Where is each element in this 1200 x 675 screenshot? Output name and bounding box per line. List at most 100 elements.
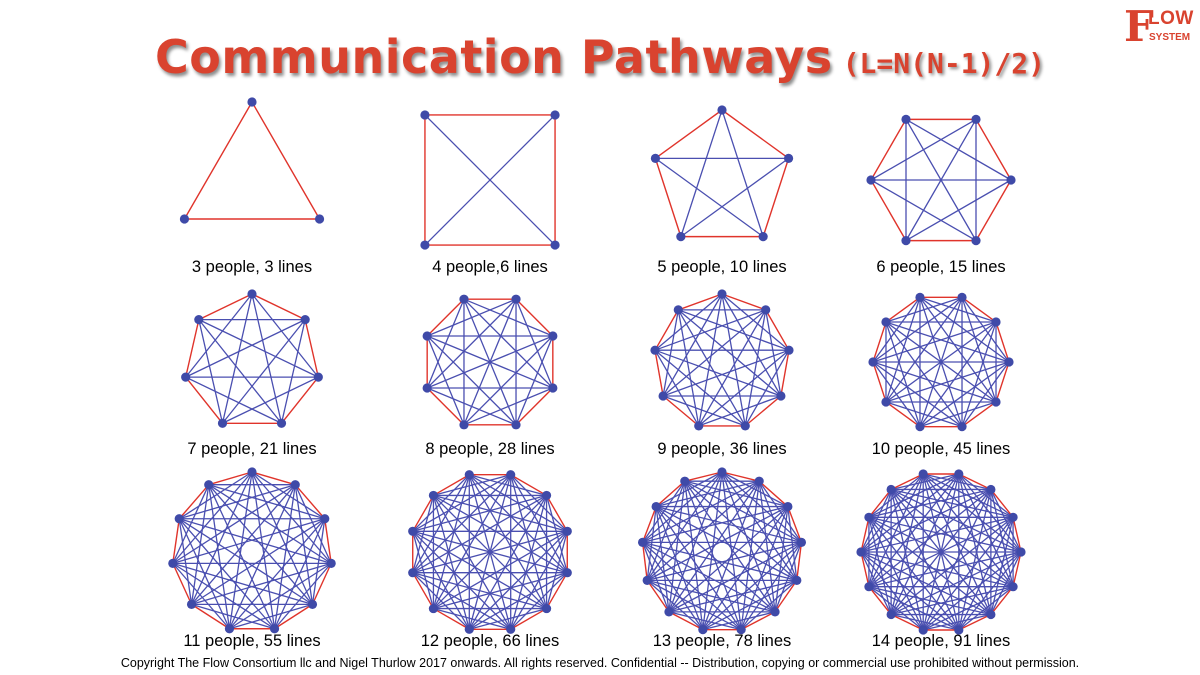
person-node xyxy=(694,421,704,431)
inner-edge xyxy=(860,551,960,631)
inner-edge xyxy=(684,480,802,543)
graph-14-people xyxy=(856,469,1026,635)
person-node xyxy=(548,331,558,341)
person-node xyxy=(717,105,727,115)
inner-edge xyxy=(922,473,1014,518)
inner-edge xyxy=(646,579,704,631)
inner-edge xyxy=(433,530,568,610)
perimeter-edge xyxy=(872,361,887,403)
inner-edge xyxy=(191,603,275,630)
inner-edge xyxy=(185,319,306,378)
perimeter-edge xyxy=(860,551,870,587)
perimeter-edge xyxy=(885,401,921,428)
inner-edge xyxy=(684,480,798,581)
person-node xyxy=(796,537,807,547)
inner-edge xyxy=(179,484,296,520)
perimeter-edge xyxy=(251,101,321,220)
person-node xyxy=(459,294,469,304)
inner-edge xyxy=(872,361,963,428)
graph-caption: 8 people, 28 lines xyxy=(425,440,555,458)
inner-edge xyxy=(922,586,1014,631)
inner-edge xyxy=(432,474,470,609)
perimeter-edge xyxy=(885,296,921,323)
perimeter-edge xyxy=(185,319,200,378)
perimeter-edge xyxy=(185,376,224,424)
person-node xyxy=(954,469,964,479)
perimeter-edge xyxy=(975,119,1012,181)
inner-edge xyxy=(860,551,892,615)
person-node xyxy=(783,501,793,512)
person-node xyxy=(290,480,300,490)
inner-edge xyxy=(179,518,332,565)
person-node xyxy=(971,114,981,124)
inner-edge xyxy=(905,118,1012,181)
perimeter-edge xyxy=(412,495,435,532)
inner-edge xyxy=(463,298,517,426)
inner-edge xyxy=(868,516,1022,553)
inner-edge xyxy=(655,506,704,630)
inner-edge xyxy=(642,480,760,543)
person-node xyxy=(918,469,928,479)
inner-edge xyxy=(172,562,275,630)
perimeter-edge xyxy=(762,158,790,237)
person-node xyxy=(770,607,780,617)
inner-edge xyxy=(178,518,231,630)
inner-edge xyxy=(721,471,798,581)
perimeter-edge xyxy=(172,518,180,564)
inner-edge xyxy=(787,506,798,581)
inner-edge xyxy=(646,506,657,581)
inner-edge xyxy=(677,309,700,427)
inner-edge xyxy=(412,572,547,610)
inner-edge xyxy=(680,157,789,238)
inner-edge xyxy=(654,349,782,397)
person-node xyxy=(901,236,911,246)
perimeter-edge xyxy=(198,293,253,321)
inner-edge xyxy=(662,293,723,397)
inner-edge xyxy=(868,517,924,631)
perimeter-edge xyxy=(311,563,332,605)
inner-edge xyxy=(229,562,332,630)
inner-edge xyxy=(868,473,960,518)
inner-edge xyxy=(433,494,568,574)
inner-edge xyxy=(642,541,776,613)
perimeter-edge xyxy=(890,613,924,631)
inner-edge xyxy=(868,517,892,615)
inner-edge xyxy=(868,516,992,616)
inner-edge xyxy=(191,484,296,605)
inner-edge xyxy=(860,473,924,553)
perimeter-edge xyxy=(744,395,782,427)
inner-edge xyxy=(432,474,512,609)
inner-edge xyxy=(198,319,283,424)
person-node xyxy=(269,624,280,634)
person-node xyxy=(174,514,184,524)
person-node xyxy=(886,484,896,495)
inner-edge xyxy=(872,361,921,428)
perimeter-edge xyxy=(780,350,790,397)
inner-edge xyxy=(890,488,1014,588)
inner-edge xyxy=(860,488,992,553)
inner-edge xyxy=(172,471,253,564)
inner-edge xyxy=(990,517,1014,615)
inner-edge xyxy=(684,480,742,630)
inner-edge xyxy=(412,474,470,574)
inner-edge xyxy=(919,297,963,427)
inner-edge xyxy=(677,309,746,427)
graph-caption: 4 people,6 lines xyxy=(432,258,548,276)
inner-edge xyxy=(765,309,782,397)
perimeter-edge xyxy=(990,586,1014,615)
perimeter-edge xyxy=(294,484,326,520)
perimeter-edge xyxy=(678,293,723,311)
perimeter-edge xyxy=(684,471,723,482)
perimeter-edge xyxy=(1012,551,1022,587)
inner-edge xyxy=(698,309,767,427)
person-node xyxy=(181,372,191,382)
person-node xyxy=(658,391,668,401)
inner-edge xyxy=(678,309,790,351)
person-node xyxy=(224,624,235,634)
inner-edge xyxy=(426,387,517,426)
inner-edge xyxy=(433,607,511,630)
perimeter-edge xyxy=(890,473,924,491)
inner-edge xyxy=(698,293,723,427)
inner-edge xyxy=(221,293,253,424)
